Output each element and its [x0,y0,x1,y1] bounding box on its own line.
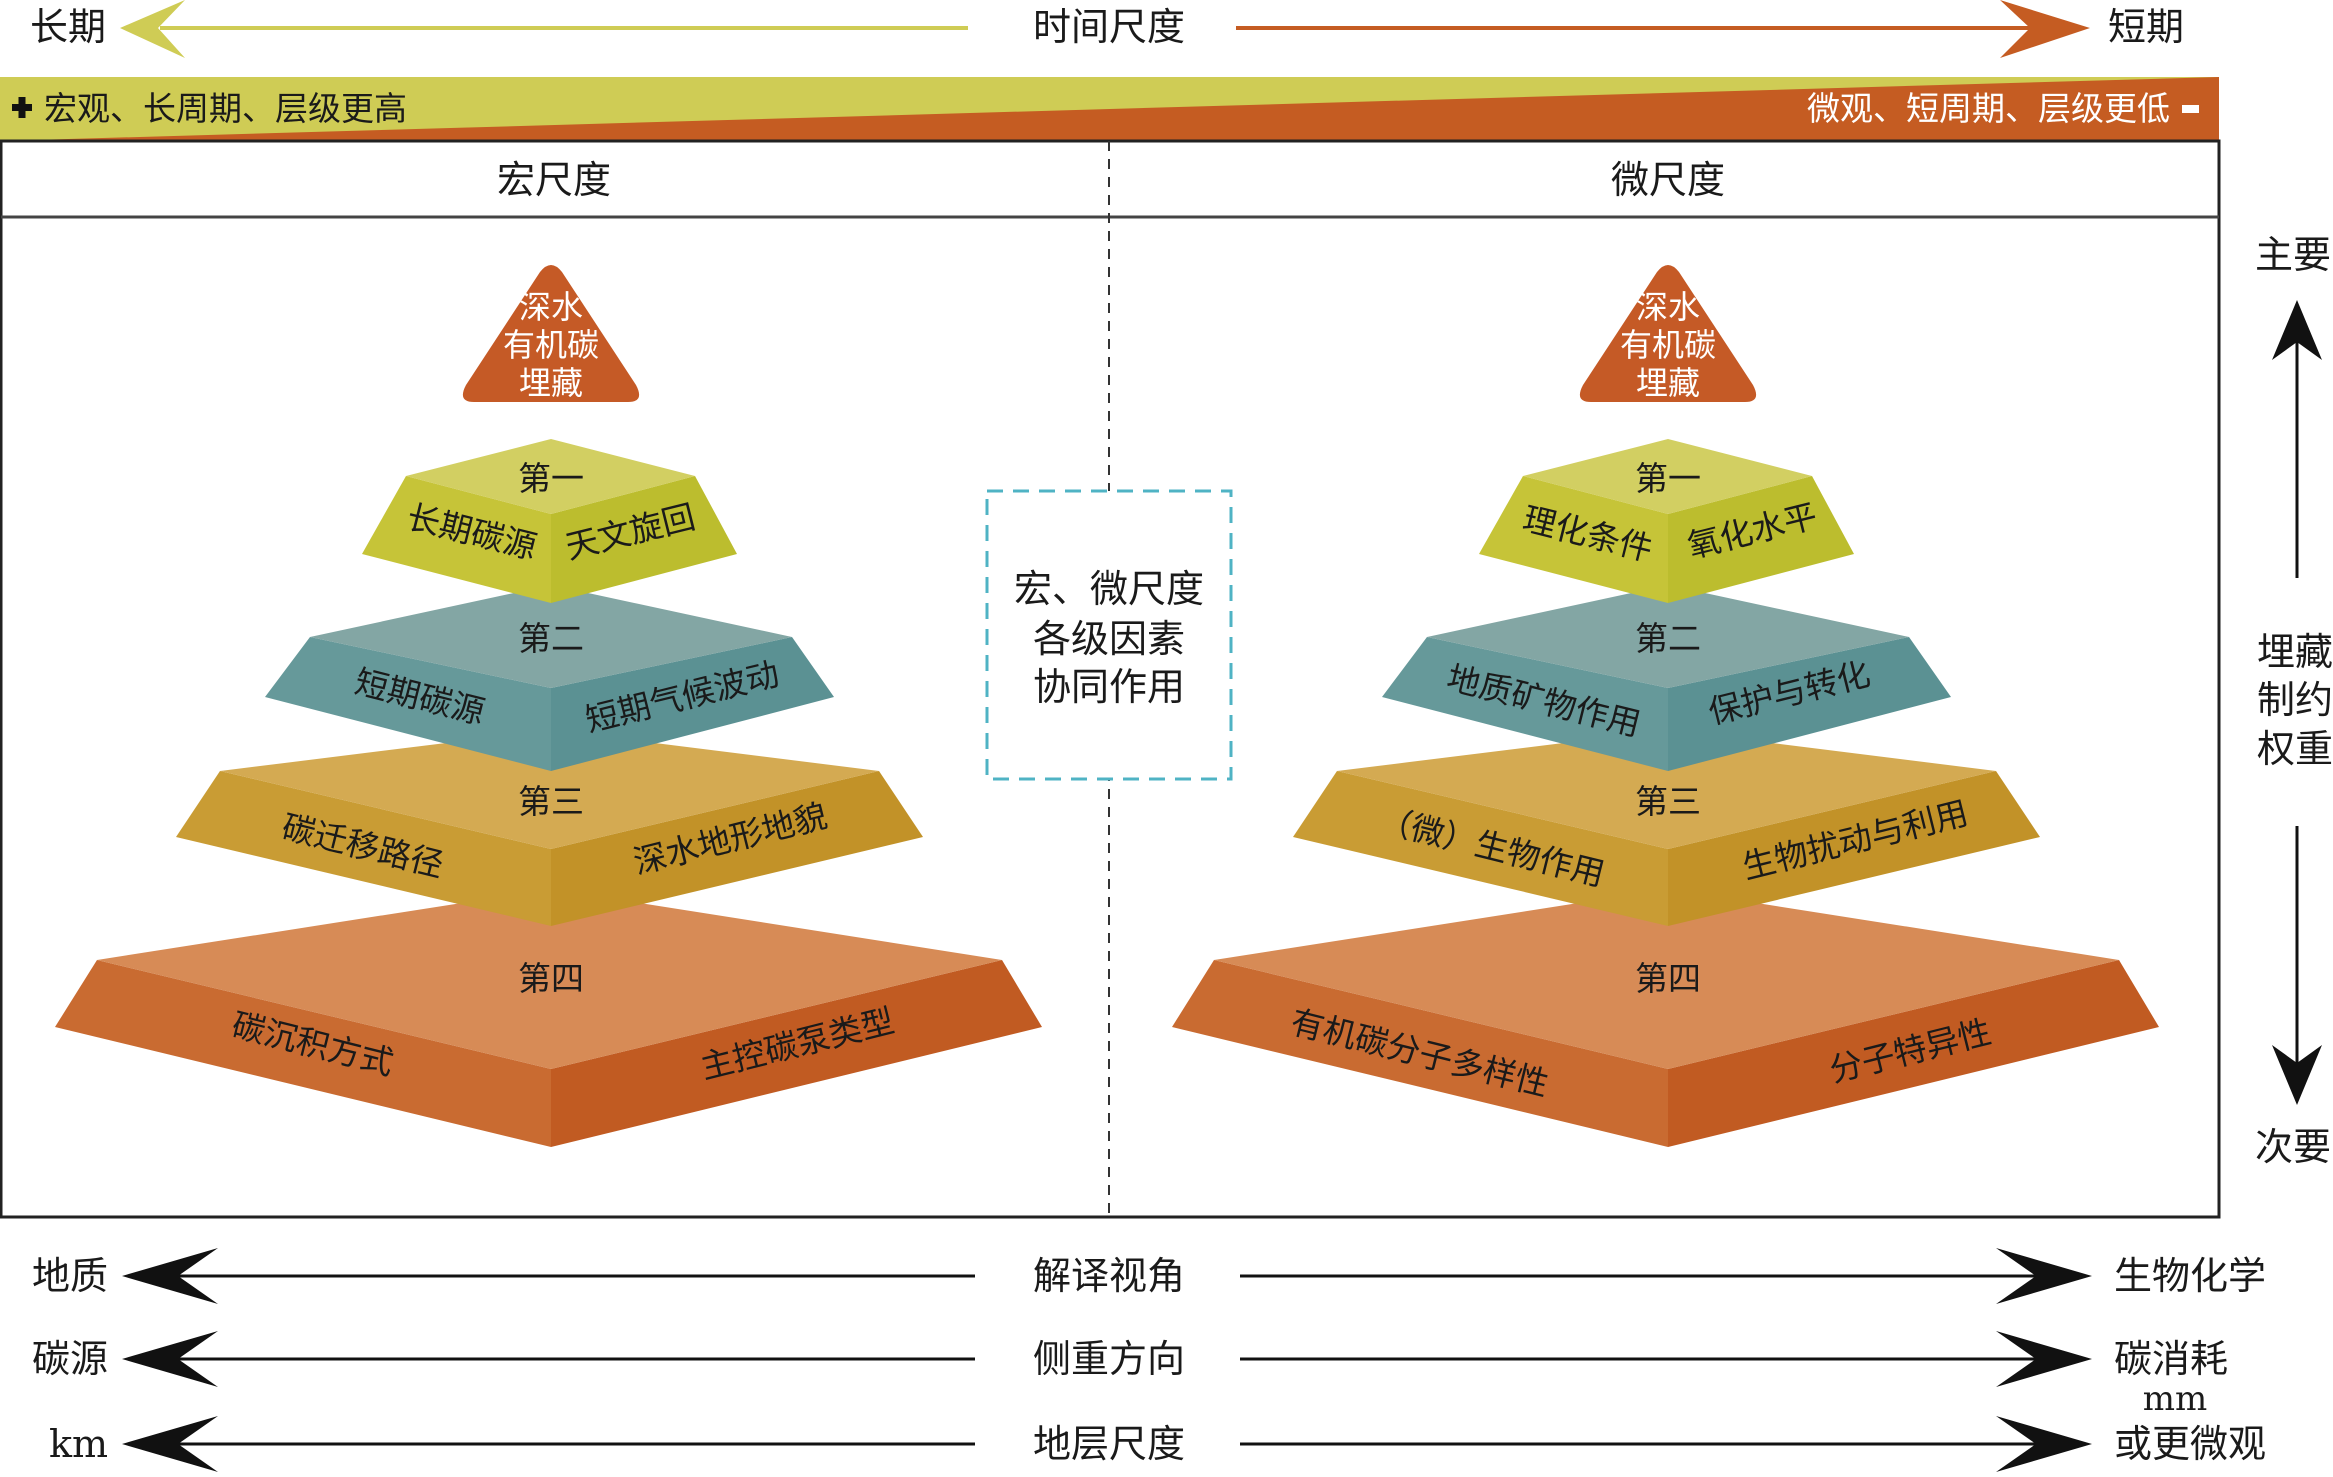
tier-left-face [1172,960,1668,1147]
time-axis-right-label: 短期 [2108,5,2184,49]
tier-top-face [1523,439,1812,514]
apex-label-line: 埋藏 [519,364,583,402]
banner-left-text: 宏观、长周期、层级更高 [44,89,407,128]
tier-top-face [220,730,879,849]
tier-name: 第三 [518,782,584,821]
tier-right-face [551,960,1042,1147]
arrow-left-icon [120,0,185,58]
tier-left-face [176,771,551,926]
macro-header: 宏尺度 [497,158,611,202]
tier-left-face [362,476,551,603]
weight-bottom-label: 次要 [2255,1125,2331,1169]
arrow-up-icon [2272,300,2322,360]
tier-left-face [1382,637,1668,771]
banner-right-text: 微观、短周期、层级更低 [1807,89,2170,128]
arrow-left-icon [122,1416,218,1472]
arrow-left-icon [122,1248,218,1304]
weight-top-label: 主要 [2255,233,2331,277]
tier-name: 第四 [1635,959,1701,998]
tier-left-face [265,637,551,771]
tier-name: 第四 [518,959,584,998]
weight-axis: 主要 埋藏 制约 权重 次要 [2255,233,2333,1169]
tier-2: 第二短期碳源短期气候波动 [265,585,834,771]
bottom-axis-title: 解译视角 [1033,1254,1185,1298]
tier-right-face [551,637,834,771]
bottom-axis-row: 地质 解译视角 生物化学 [32,1248,2266,1304]
bottom-axis-title: 侧重方向 [1033,1337,1185,1381]
micro-header: 微尺度 [1611,158,1725,202]
bottom-axis-row: 碳源 侧重方向 碳消耗 [32,1331,2228,1387]
tier-2: 第二地质矿物作用保护与转化 [1382,585,1951,771]
tier-name: 第一 [518,459,584,498]
tier-3: 第三（微）生物作用生物扰动与利用 [1293,730,2040,926]
bottom-axis-left-label: 碳源 [32,1337,108,1381]
tier-top-face [1337,730,1996,849]
bottom-axis-title: 地层尺度 [1033,1422,1185,1466]
tier-4: 第四有机碳分子多样性分子特异性 [1172,889,2159,1147]
micro-pyramid: 第四有机碳分子多样性分子特异性第三（微）生物作用生物扰动与利用第二地质矿物作用保… [1172,265,2159,1147]
apex-label-line: 深水 [519,288,583,326]
bottom-axis-left-label: 地质 [32,1254,108,1298]
arrow-right-icon [1996,1331,2092,1387]
tier-4: 第四碳沉积方式主控碳泵类型 [55,889,1042,1147]
bottom-axis-left-label: km [49,1422,108,1466]
tier-left-face [55,960,551,1147]
tier-name: 第一 [1635,459,1701,498]
synergy-line-3: 协同作用 [1033,665,1185,709]
apex-label-line: 深水 [1636,288,1700,326]
tier-right-face [1668,637,1951,771]
tier-right-face [551,771,923,926]
apex-label-line: 埋藏 [1636,364,1700,402]
tier-top-face [406,439,695,514]
minus-icon [2182,105,2199,113]
tier-left-face [1293,771,1668,926]
tier-top-face [1214,889,2119,1069]
tier-top-face [310,585,792,688]
plus-icon [12,97,32,118]
tier-name: 第二 [1635,619,1701,658]
banner-orange-wedge [0,77,2219,141]
macro-pyramid: 第四碳沉积方式主控碳泵类型第三碳迁移路径深水地形地貌第二短期碳源短期气候波动第一… [55,265,1042,1147]
tier-left-face [1479,476,1668,603]
weight-mid-2: 制约 [2257,678,2333,722]
synergy-line-2: 各级因素 [1033,617,1185,661]
time-axis-left-label: 长期 [30,5,106,49]
synergy-line-1: 宏、微尺度 [1014,567,1204,611]
tier-1: 第一理化条件氧化水平 [1479,439,1854,603]
bottom-axis-right-label: 生物化学 [2114,1254,2266,1298]
tier-right-face [1668,771,2040,926]
apex-label-line: 有机碳 [503,326,599,364]
main-frame: 宏尺度 微尺度 [0,139,2221,1219]
arrow-right-icon [1996,1416,2092,1472]
bottom-axis-right-top-label: mm [2143,1379,2207,1419]
tier-right-face [1668,960,2159,1147]
tier-name: 第三 [1635,782,1701,821]
bottom-axis-right-label: 或更微观 [2114,1422,2266,1466]
tier-3: 第三碳迁移路径深水地形地貌 [176,730,923,926]
tier-top-face [97,889,1002,1069]
arrow-left-icon [122,1331,218,1387]
tier-name: 第二 [518,619,584,658]
arrow-right-icon [1996,1248,2092,1304]
arrow-down-icon [2272,1045,2322,1105]
tier-top-face [1427,585,1909,688]
tier-right-face [551,476,737,603]
synergy-box: 宏、微尺度 各级因素 协同作用 [985,489,1233,781]
time-axis-title: 时间尺度 [1033,5,1185,49]
tier-1: 第一长期碳源天文旋回 [362,439,737,603]
weight-mid-1: 埋藏 [2257,630,2333,674]
scale-banner: 宏观、长周期、层级更高 微观、短周期、层级更低 [0,77,2219,141]
bottom-axis-right-label: 碳消耗 [2114,1337,2228,1381]
tier-right-face [1668,476,1854,603]
time-axis: 长期 时间尺度 短期 [30,0,2184,58]
weight-mid-3: 权重 [2257,727,2333,771]
arrow-right-icon [2000,0,2090,58]
apex-label-line: 有机碳 [1620,326,1716,364]
